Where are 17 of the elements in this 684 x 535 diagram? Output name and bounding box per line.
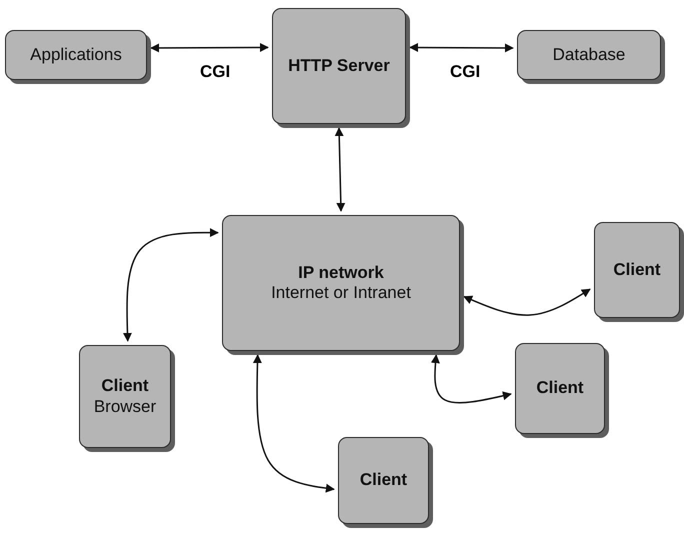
node-title: Database (552, 44, 626, 66)
node-title: IP network (298, 262, 384, 283)
arrow (430, 354, 512, 404)
arrow (463, 288, 591, 316)
node-subtitle: Browser (94, 396, 156, 417)
node-title: Client (613, 260, 661, 280)
arrow (122, 228, 219, 342)
node-title: Applications (30, 44, 122, 66)
node-title: Client (536, 378, 584, 399)
arrow (334, 127, 346, 212)
node-title: Client (360, 470, 408, 491)
node-title: Client (101, 376, 149, 396)
node-subtitle: Internet or Intranet (271, 283, 411, 304)
arrow (150, 42, 269, 52)
arrow (409, 42, 514, 52)
arrow (252, 354, 335, 493)
node-title: HTTP Server (288, 56, 390, 76)
